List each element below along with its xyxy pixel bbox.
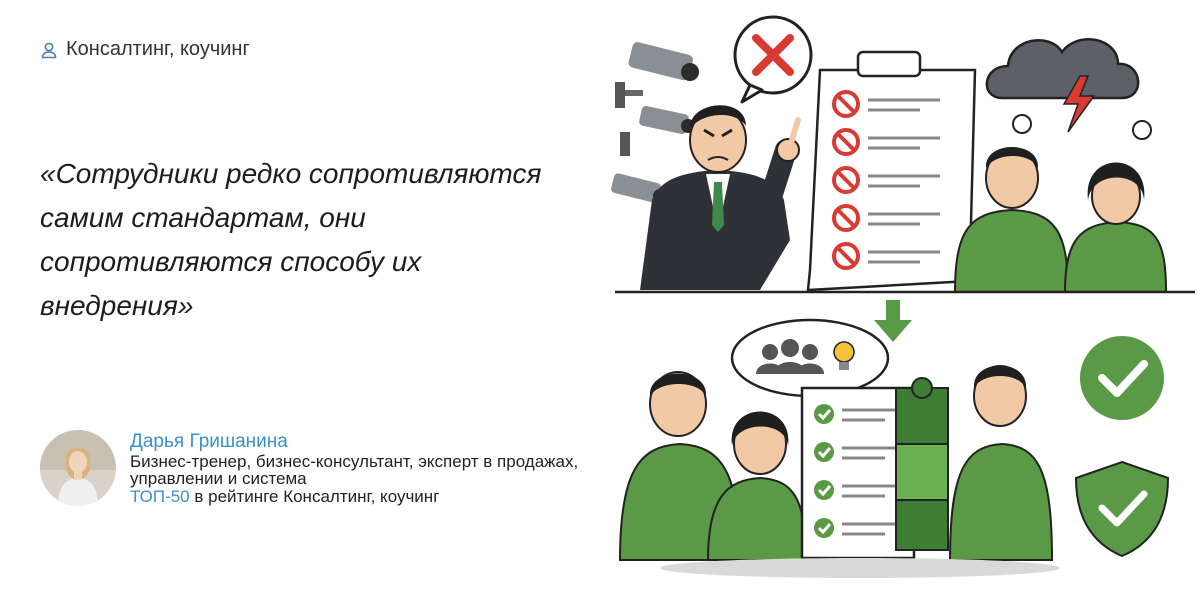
- rating-text: в рейтинге Консалтинг, коучинг: [189, 487, 440, 506]
- storm-cloud-icon: [985, 37, 1152, 140]
- author-avatar[interactable]: [40, 430, 116, 506]
- author-description: Бизнес-тренер, бизнес-консультант, экспе…: [130, 452, 579, 488]
- cross-mark-icon: [733, 15, 813, 104]
- employees-upset: [953, 147, 1168, 293]
- manager-figure: [640, 105, 801, 290]
- security-camera-icon: [611, 42, 699, 203]
- category-tag[interactable]: Консалтинг, коучинг: [40, 38, 250, 61]
- illustration: [611, 15, 1195, 578]
- author-card: Дарья Гришанина Бизнес-тренер, бизнес-ко…: [40, 430, 600, 507]
- rating-link[interactable]: ТОП-50: [130, 487, 190, 506]
- check-circle-icon: [1080, 336, 1164, 420]
- quote-text: «Сотрудники редко сопротивляются самим с…: [40, 158, 542, 321]
- category-label: Консалтинг, коучинг: [66, 38, 250, 60]
- shield-check-icon: [1074, 460, 1170, 558]
- arrow-down-icon: [874, 300, 912, 342]
- user-icon: [41, 42, 57, 58]
- author-name[interactable]: Дарья Гришанина: [130, 431, 288, 452]
- author-rating: ТОП-50 в рейтинге Консалтинг, коучинг: [130, 487, 580, 507]
- puzzle-icon: [895, 377, 949, 551]
- team-icon: [730, 318, 890, 398]
- lightbulb-icon: [833, 341, 855, 370]
- employees-happy: [618, 365, 1054, 561]
- checklist-icon: [806, 50, 991, 292]
